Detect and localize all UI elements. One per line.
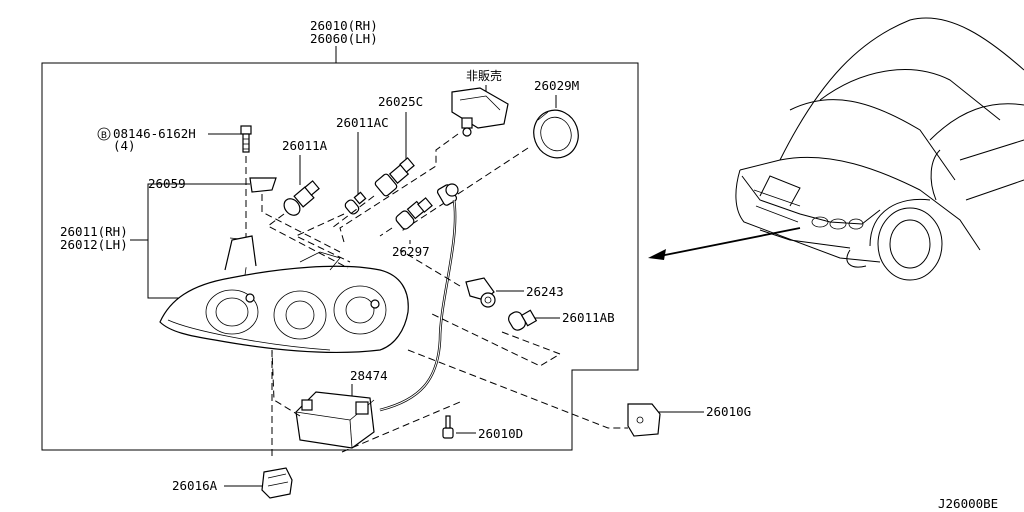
label-26016a: 26016A (172, 478, 218, 493)
label-26010-rh: 26010(RH) (310, 18, 378, 33)
label-26243: 26243 (526, 284, 564, 299)
dash-ballast-left (271, 349, 301, 417)
bulb-socket-26025c (374, 157, 415, 197)
label-26029m: 26029M (534, 78, 579, 93)
label-26011-rh: 26011(RH) (60, 224, 128, 239)
dash-26011ac (294, 213, 351, 263)
headlamp-housing (159, 235, 409, 353)
bulb-26011a (283, 180, 320, 216)
bulb-26011ab (508, 309, 538, 331)
location-arrow (648, 227, 801, 260)
label-not-for-sale: 非販売 (466, 68, 502, 83)
clip-26016a (261, 467, 293, 499)
dash-26011ab (431, 313, 562, 367)
assembly-frame (41, 62, 639, 451)
bulb-26297 (395, 197, 433, 230)
bolt-circle-letter: B (101, 131, 107, 141)
label-28474: 28474 (350, 368, 388, 383)
dash-26011a (267, 213, 349, 269)
dash-26010g (407, 349, 628, 429)
dash-26243 (399, 249, 461, 287)
seal-26059 (249, 177, 277, 193)
bulb-socket-assembly (451, 87, 509, 137)
vehicle-illustration (735, 17, 1024, 281)
dash-26025c (331, 195, 375, 229)
label-26011ac: 26011AC (336, 115, 389, 130)
diagram-code: J26000BE (938, 496, 998, 511)
label-26011ab: 26011AB (562, 310, 615, 325)
dash-26059 (261, 194, 341, 253)
harness-socket (379, 183, 459, 412)
dash-26297 (379, 227, 393, 237)
socket-26243 (465, 277, 496, 308)
bolt-circle-marker (97, 127, 111, 141)
label-bolt-qty: (4) (113, 138, 136, 153)
label-26011a: 26011A (282, 138, 328, 153)
dash-26029m (399, 147, 529, 233)
bulb-26011ac (344, 191, 367, 215)
bracket-26010g (627, 403, 661, 437)
label-bolt-code: 08146-6162H (113, 126, 196, 141)
bracket-headlamp (147, 183, 196, 299)
ballast-28474 (295, 391, 375, 449)
screw-26010d (442, 415, 454, 439)
label-26025c: 26025C (378, 94, 423, 109)
label-26010g: 26010G (706, 404, 751, 419)
label-26012-lh: 26012(LH) (60, 237, 128, 252)
label-26297: 26297 (392, 244, 430, 259)
cap-26029m (533, 109, 579, 159)
label-26060-lh: 26060(LH) (310, 31, 378, 46)
label-26010d: 26010D (478, 426, 523, 441)
bolt-part (240, 125, 252, 153)
